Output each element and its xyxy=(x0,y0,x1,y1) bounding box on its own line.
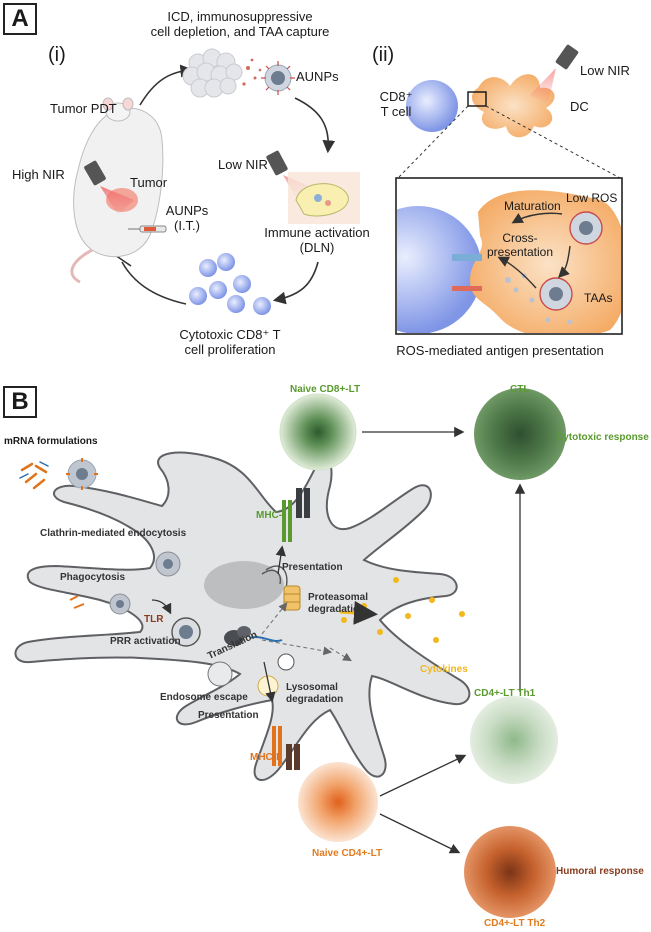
high-nir-label: High NIR xyxy=(12,167,65,182)
endocytosis-particles xyxy=(69,551,233,687)
phagocytosis-label: Phagocytosis xyxy=(60,572,126,583)
tumor-label: Tumor xyxy=(130,175,168,190)
tumor-pdt-label: Tumor PDT xyxy=(50,101,117,116)
aunps-it-label: AUNPs (I.T.) xyxy=(162,203,212,234)
prr-label: PRR activation xyxy=(110,636,181,647)
lysosomal-line-1: Lysosomal xyxy=(286,682,338,693)
dendritic-cell-small xyxy=(467,74,555,138)
icd-line-1: ICD, immunosuppressive xyxy=(167,9,313,24)
icd-line-2: cell depletion, and TAA capture xyxy=(150,23,330,39)
mrna-particles xyxy=(19,458,98,490)
subpanel-i-label: (i) xyxy=(48,44,66,66)
endosome-label: Endosome escape xyxy=(160,692,248,703)
aunps-it-line-2: (I.T.) xyxy=(174,217,200,233)
panel-b-tag: B xyxy=(3,386,37,418)
mhc1-complex xyxy=(282,488,310,542)
immune-activation-label: Immune activation (DLN) xyxy=(252,225,382,256)
proteasomal-label: Proteasomal degradation xyxy=(308,592,368,615)
naive-cd4-cell xyxy=(298,762,378,842)
immune-line-2: (DLN) xyxy=(299,239,335,255)
subpanel-ii-label: (ii) xyxy=(372,44,395,66)
icd-label: ICD, immunosuppressive cell depletion, a… xyxy=(140,9,340,40)
cytokine-arrow xyxy=(339,600,378,625)
presentation-bottom-label: Presentation xyxy=(198,710,259,721)
lysosomal-line-2: degradation xyxy=(286,693,344,705)
mrna-label: mRNA formulations xyxy=(4,436,98,447)
cd8-t-cell-label: CD8⁺ T cell xyxy=(376,89,416,120)
maturation-label: Maturation xyxy=(504,199,561,213)
clathrin-label: Clathrin-mediated endocytosis xyxy=(40,528,187,539)
cd4-th2-label: CD4+-LT Th2 xyxy=(484,918,546,929)
low-nir-label: Low NIR xyxy=(218,157,268,172)
ribosome xyxy=(224,626,283,646)
t-cell-cluster xyxy=(189,253,271,315)
taas-label: TAAs xyxy=(584,291,613,305)
cross-line-1: Cross- xyxy=(502,231,538,245)
immune-line-1: Immune activation xyxy=(264,225,370,240)
mhc2-complex xyxy=(272,726,300,770)
th1-cell xyxy=(470,696,558,784)
naive-cd8-label: Naive CD8+-LT xyxy=(290,384,361,395)
cross-presentation-label: Cross- presentation xyxy=(480,231,560,260)
proteasomal-line-2: degradation xyxy=(308,603,366,615)
lysosomal-label: Lysosomal degradation xyxy=(286,682,343,705)
dendritic-cell-large xyxy=(14,451,471,781)
syringe-icon xyxy=(128,225,167,233)
tumor-cell-cluster xyxy=(182,48,243,98)
proteasomal-line-1: Proteasomal xyxy=(308,592,369,603)
debris-dots xyxy=(242,58,262,86)
cd8-line-2: T cell xyxy=(380,103,412,119)
mhc1-label: MHC-I xyxy=(256,510,285,521)
ctl-label: CTL xyxy=(510,384,530,395)
panel-b-arrows xyxy=(151,426,526,854)
lymph-node-tissue xyxy=(288,172,360,224)
cytotoxic-response-label: Cytotoxic response xyxy=(556,432,649,443)
presentation-top-label: Presentation xyxy=(282,562,343,573)
cytokine-dots xyxy=(341,577,465,643)
cd8-line-1: CD8⁺ xyxy=(379,89,413,104)
zoom-lines xyxy=(397,105,621,179)
golgi-apparatus xyxy=(261,565,288,589)
zoom-box xyxy=(395,177,623,335)
mhc2-label: MHC-II xyxy=(250,752,282,763)
ctl-cell xyxy=(474,388,566,480)
cyto-line-2: cell proliferation xyxy=(184,341,276,357)
cd4-th1-label: CD4+-LT Th1 xyxy=(474,688,536,699)
dc-label: DC xyxy=(570,99,589,114)
high-nir-laser xyxy=(84,160,134,215)
cytokines-label: Cytokines xyxy=(420,664,468,675)
low-nir-ii-label: Low NIR xyxy=(580,63,630,78)
aunps-it-line-1: AUNPs xyxy=(165,203,209,218)
aunp-particle xyxy=(261,61,295,95)
panel-a-tag: A xyxy=(3,3,37,35)
th2-cell xyxy=(464,826,556,918)
cytotoxic-label: Cytotoxic CD8⁺ T cell proliferation xyxy=(160,327,300,358)
lysosome xyxy=(257,653,295,697)
cd8-t-cell xyxy=(406,80,458,132)
naive-cd8-cell xyxy=(279,393,357,471)
zoom-arrows xyxy=(497,212,571,289)
tlr-label: TLR xyxy=(144,614,164,625)
aunps-label: AUNPs xyxy=(296,69,339,84)
humoral-label: Humoral response xyxy=(556,866,644,877)
low-ros-label: Low ROS xyxy=(566,191,618,205)
cyto-line-1: Cytotoxic CD8⁺ T xyxy=(179,327,281,342)
cross-line-2: presentation xyxy=(486,244,554,259)
dashed-arrows xyxy=(261,602,352,662)
ros-caption: ROS-mediated antigen presentation xyxy=(396,343,604,358)
proteasome xyxy=(283,585,301,611)
low-nir-laser-ii xyxy=(530,44,579,104)
naive-cd4-label: Naive CD4+-LT xyxy=(312,848,383,859)
